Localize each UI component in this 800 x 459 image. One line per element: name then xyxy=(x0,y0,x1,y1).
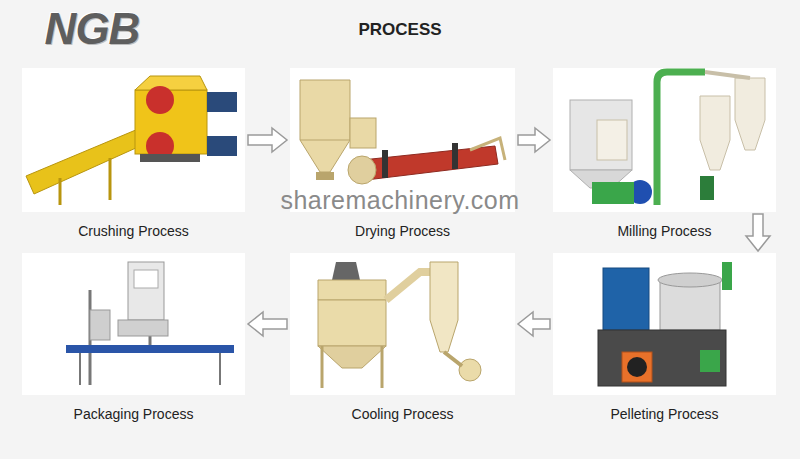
crusher-drawing xyxy=(26,76,237,205)
flow-arrow xyxy=(518,128,550,152)
cooler-drawing xyxy=(318,262,481,388)
dryer-drawing xyxy=(300,80,505,184)
process-caption: Drying Process xyxy=(355,223,450,239)
process-panel: Pelleting Process xyxy=(553,253,776,395)
caption-holder: Milling Process xyxy=(617,222,711,240)
flow-arrow xyxy=(746,214,770,251)
caption-holder: Drying Process xyxy=(355,222,450,240)
process-panel: Cooling Process xyxy=(290,253,515,395)
process-caption: Pelleting Process xyxy=(610,406,718,422)
watermark-text: sharemachinery.com xyxy=(280,186,519,215)
process-panel: Crushing Process xyxy=(22,68,245,212)
flow-arrow xyxy=(248,312,287,336)
process-caption: Cooling Process xyxy=(352,406,454,422)
caption-holder: Packaging Process xyxy=(74,405,194,423)
panel-ground xyxy=(290,253,515,395)
panel-ground xyxy=(22,68,245,212)
flow-arrow xyxy=(248,128,287,152)
packaging-drawing xyxy=(66,262,234,385)
process-panel: Milling Process xyxy=(553,68,776,212)
process-caption: Crushing Process xyxy=(78,223,189,239)
diagram-title: PROCESS xyxy=(358,20,441,40)
flow-arrow xyxy=(518,312,550,336)
panel-ground xyxy=(553,253,776,395)
process-caption: Packaging Process xyxy=(74,406,194,422)
caption-holder: Pelleting Process xyxy=(610,405,718,423)
process-caption: Milling Process xyxy=(617,223,711,239)
mill-drawing xyxy=(570,72,765,205)
panel-ground xyxy=(22,253,245,395)
process-panel: Packaging Process xyxy=(22,253,245,395)
pellet-mill-drawing xyxy=(598,262,732,386)
brand-logo: NGB xyxy=(45,4,140,54)
panel-ground xyxy=(553,68,776,212)
caption-holder: Crushing Process xyxy=(78,222,189,240)
caption-holder: Cooling Process xyxy=(352,405,454,423)
